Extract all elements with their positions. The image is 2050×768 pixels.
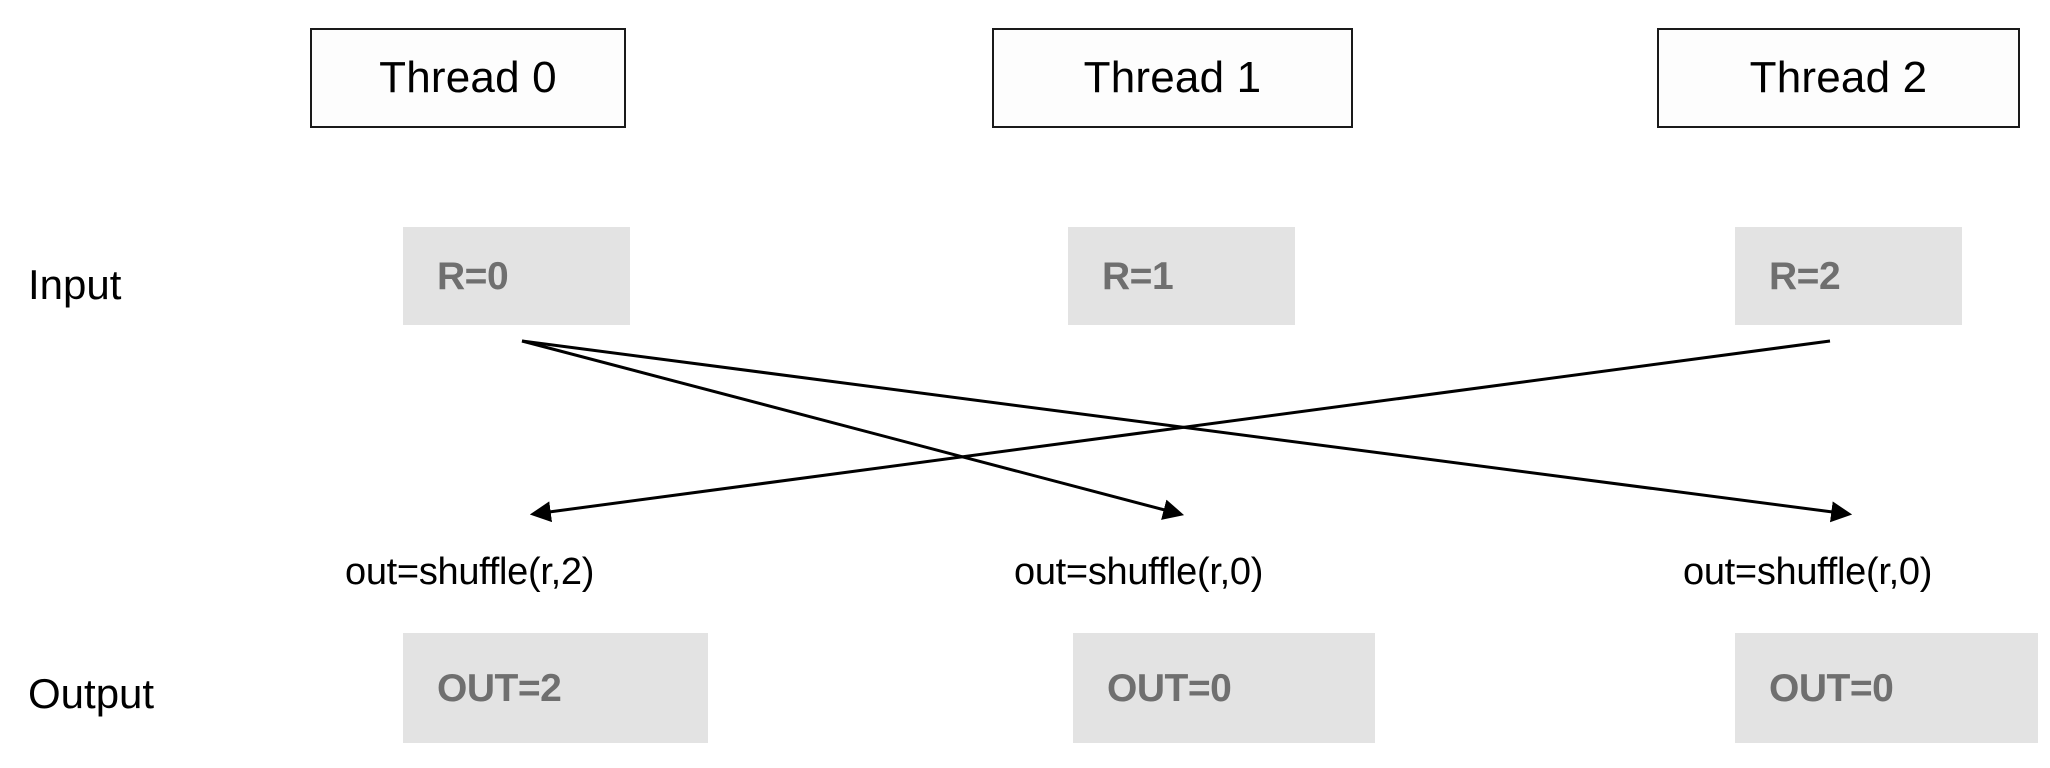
arrow-t0-to-t2	[521, 339, 1853, 523]
output-value-1: OUT=0	[1107, 666, 1232, 710]
output-value-2: OUT=0	[1769, 666, 1894, 710]
output-value-chip-1: OUT=0	[1073, 633, 1375, 743]
arrow-t0-to-t1	[521, 339, 1185, 520]
output-value-0: OUT=2	[437, 666, 562, 710]
thread-box-0: Thread 0	[310, 28, 626, 128]
thread-box-1: Thread 1	[992, 28, 1353, 128]
thread-box-2: Thread 2	[1657, 28, 2020, 128]
input-register-value-0: R=0	[437, 254, 509, 298]
input-register-chip-2: R=2	[1735, 227, 1962, 325]
input-register-chip-1: R=1	[1068, 227, 1295, 325]
arrow-t2-to-t0	[529, 339, 1831, 523]
thread-label-0: Thread 0	[379, 53, 557, 102]
input-register-value-1: R=1	[1102, 254, 1174, 298]
input-row-caption: Input	[28, 261, 122, 308]
output-row-caption: Output	[28, 670, 155, 717]
input-register-chip-0: R=0	[403, 227, 630, 325]
shuffle-expression-0: out=shuffle(r,2)	[345, 551, 595, 593]
shuffle-expression-2: out=shuffle(r,0)	[1683, 551, 1933, 593]
thread-label-2: Thread 2	[1749, 53, 1928, 102]
output-value-chip-2: OUT=0	[1735, 633, 2038, 743]
shuffle-expression-1: out=shuffle(r,0)	[1014, 551, 1264, 593]
input-register-value-2: R=2	[1769, 254, 1841, 298]
thread-label-1: Thread 1	[1083, 53, 1262, 102]
output-value-chip-0: OUT=2	[403, 633, 708, 743]
